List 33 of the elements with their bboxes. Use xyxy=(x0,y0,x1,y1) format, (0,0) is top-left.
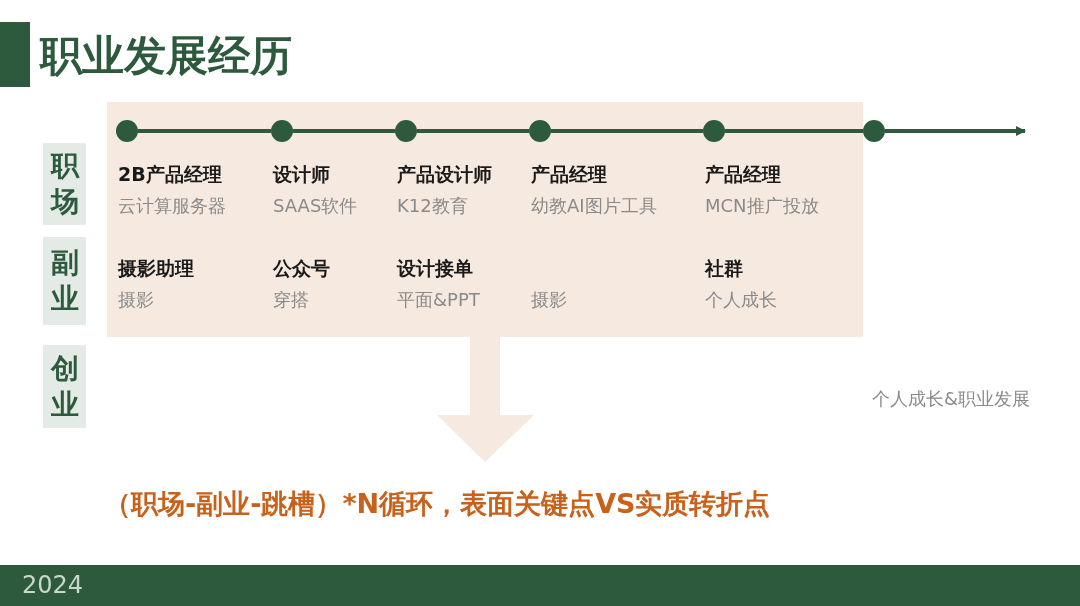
row-header: 创业 xyxy=(43,345,86,428)
role-title: 产品设计师 xyxy=(397,162,492,187)
role-title: 产品经理 xyxy=(705,162,781,187)
timeline-line xyxy=(551,129,703,133)
year-text: 2024 xyxy=(22,571,84,599)
role-detail: 个人成长 xyxy=(705,288,777,312)
role-title: 摄影助理 xyxy=(118,256,194,281)
title: 职业发展经历 xyxy=(40,30,292,82)
role-title: 2B产品经理 xyxy=(118,162,222,187)
role-detail: 穿搭 xyxy=(273,288,309,312)
role-detail: SAAS软件 xyxy=(273,194,358,218)
role-detail: 幼教AI图片工具 xyxy=(531,194,657,218)
role-detail: K12教育 xyxy=(397,194,468,218)
role-title: 公众号 xyxy=(273,256,330,281)
row-header: 副业 xyxy=(43,237,86,325)
role-detail: MCN推广投放 xyxy=(705,194,819,218)
timeline-line xyxy=(138,129,271,133)
role-title: 社群 xyxy=(705,256,743,281)
role-detail: 云计算服务器 xyxy=(118,194,226,218)
timeline-line xyxy=(293,129,395,133)
timeline-dot xyxy=(863,120,885,142)
role-detail: 摄影 xyxy=(118,288,154,312)
slogan-text: 个人成长&职业发展 xyxy=(872,387,1031,411)
timeline-line xyxy=(417,129,529,133)
role-detail: 平面&PPT xyxy=(397,288,480,312)
role-title: 设计师 xyxy=(273,162,330,187)
role-title: 产品经理 xyxy=(531,162,607,187)
timeline-line xyxy=(725,129,863,133)
role-title: 设计接单 xyxy=(397,256,473,281)
role-detail: 摄影 xyxy=(531,288,567,312)
summary-text: （职场-副业-跳槽）*N循环，表面关键点VS实质转折点 xyxy=(104,487,771,521)
row-header: 职场 xyxy=(43,143,86,225)
arrow xyxy=(885,126,1026,136)
